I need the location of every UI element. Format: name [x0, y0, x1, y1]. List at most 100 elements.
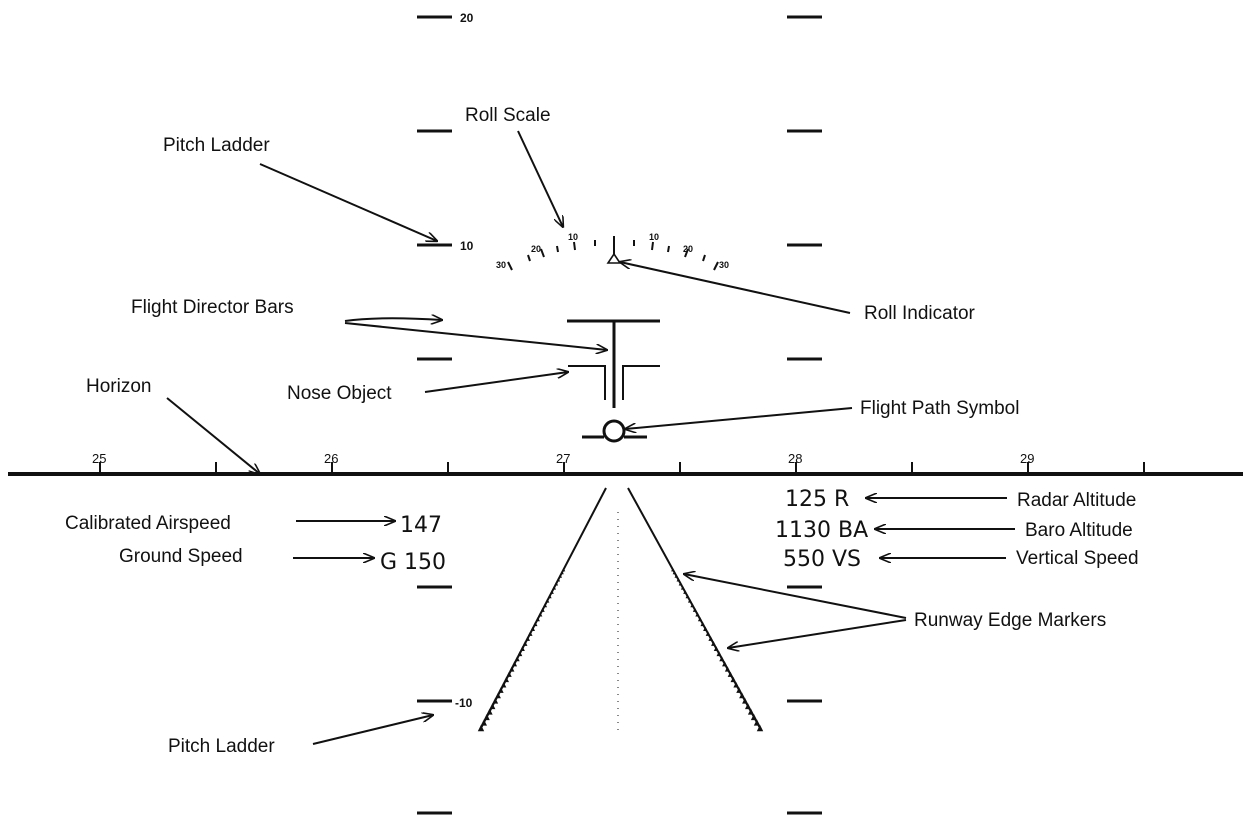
runway-edge-marker-right — [680, 585, 685, 590]
runway-edge-marker-right — [747, 708, 755, 715]
runway-edge-marker-right — [678, 581, 683, 586]
runway-edge-marker-right — [676, 577, 681, 582]
runway-edge-marker-right — [671, 567, 675, 572]
roll-indicator-triangle — [606, 252, 622, 264]
arrows — [166, 130, 1015, 745]
roll-label-10-right: 10 — [649, 232, 659, 242]
runway-edge-marker-left — [540, 607, 545, 612]
runway-edge-marker-left — [497, 687, 504, 693]
roll-scale: 30 20 10 10 20 30 — [496, 232, 729, 271]
arrow-pitch-ladder-top — [259, 163, 437, 241]
nose-object — [568, 365, 660, 400]
runway-edge-marker-right — [733, 681, 739, 688]
arrow-flight-director-to-center — [344, 322, 607, 350]
heading-label-29: 29 — [1020, 451, 1034, 466]
runway-edge-marker-left — [486, 708, 493, 715]
runway-edge-marker-right — [730, 676, 737, 683]
runway-edge-marker-left — [547, 594, 552, 599]
runway-edge-marker-left — [554, 581, 559, 586]
runway-edge-marker-left — [527, 631, 533, 636]
pitch-value-minus-10: -10 — [455, 696, 473, 710]
pitch-value-20: 20 — [460, 11, 474, 25]
runway-edge-marker-left — [549, 589, 554, 594]
runway-edge-marker-right — [713, 646, 719, 651]
runway-edge-marker-right — [672, 570, 677, 575]
runway-edge-marker-left — [514, 656, 520, 662]
runway-edge-marker-right — [739, 692, 745, 699]
runway-edge-marker-right — [716, 651, 722, 657]
runway-edge-marker-right — [685, 594, 690, 599]
label-radar-altitude: Radar Altitude — [1017, 490, 1136, 511]
callouts: Pitch Ladder Roll Scale Roll Indicator F… — [65, 105, 1139, 757]
runway-edge-marker-left — [489, 703, 496, 710]
runway-edge-marker-right — [753, 719, 761, 726]
label-pitch-ladder-bottom: Pitch Ladder — [168, 736, 275, 757]
roll-tick-15-right — [667, 245, 670, 253]
label-runway-edge-markers: Runway Edge Markers — [914, 610, 1106, 631]
runway-edge-marker-right — [674, 574, 679, 578]
label-roll-indicator: Roll Indicator — [864, 303, 976, 324]
runway-edge-marker-right — [700, 621, 705, 627]
label-vertical-speed: Vertical Speed — [1016, 548, 1139, 569]
runway-edge-marker-right — [750, 713, 758, 721]
label-nose-object: Nose Object — [287, 383, 392, 404]
readouts: 147 G 150 125 R 1130 BA 550 VS — [380, 487, 868, 575]
runway-edge-marker-left — [530, 626, 536, 631]
runway-edge-marker-right — [703, 626, 708, 631]
runway-edge-marker-left — [560, 570, 564, 575]
roll-tick-30-left — [507, 261, 513, 271]
runway-edge-marker-left — [492, 697, 499, 704]
horizon: 25 26 27 28 29 — [8, 451, 1243, 476]
heading-label-25: 25 — [92, 451, 106, 466]
vertical-speed-value: 550 VS — [783, 547, 861, 572]
roll-label-30-right: 30 — [719, 260, 729, 270]
runway-edge-marker-left — [525, 636, 530, 641]
roll-label-20-left: 20 — [531, 244, 541, 254]
runway-edge-marker-right — [744, 703, 751, 710]
label-flight-path-symbol: Flight Path Symbol — [860, 398, 1019, 419]
runway-edge-marker-left — [511, 661, 518, 667]
runway-edge-marker-left — [509, 666, 515, 672]
runway — [477, 487, 764, 732]
roll-tick-20-left — [540, 248, 545, 258]
label-horizon: Horizon — [86, 376, 151, 397]
roll-label-10-left: 10 — [568, 232, 578, 242]
runway-edge-marker-right — [742, 697, 748, 704]
runway-edge-marker-right — [719, 656, 725, 662]
nose-object-left — [568, 365, 606, 400]
runway-edge-marker-left — [532, 621, 538, 627]
ground-speed-value: G 150 — [380, 550, 446, 575]
arrow-runway-edge-lower — [728, 619, 907, 648]
runway-edge-marker-left — [477, 724, 485, 732]
heading-label-26: 26 — [324, 451, 338, 466]
arrow-nose-object — [424, 372, 568, 393]
runway-edge-marker-right — [736, 687, 742, 693]
roll-tick-20-right — [684, 248, 689, 258]
arrow-flight-director-to-left — [344, 318, 442, 321]
runway-edge-marker-left — [561, 567, 566, 572]
runway-edge-marker-right — [724, 666, 731, 672]
runway-edge-marker-left — [506, 671, 512, 677]
runway-edge-marker-left — [538, 612, 543, 617]
flight-path-symbol — [582, 419, 647, 443]
runway-edge-marker-left — [558, 574, 563, 578]
runway-edge-markers — [477, 567, 764, 732]
runway-edge-marker-left — [552, 585, 556, 590]
runway-edge-marker-left — [517, 651, 523, 657]
runway-left-edge — [480, 487, 607, 729]
calibrated-airspeed-value: 147 — [400, 513, 442, 538]
runway-edge-marker-right — [683, 589, 688, 594]
runway-edge-marker-left — [480, 719, 488, 726]
pitch-value-10: 10 — [460, 239, 474, 253]
arrow-flight-path-symbol — [625, 407, 853, 429]
runway-edge-marker-left — [535, 616, 540, 622]
label-flight-director-bars: Flight Director Bars — [131, 297, 294, 318]
runway-edge-marker-right — [697, 616, 703, 622]
flight-director — [567, 319, 660, 408]
runway-edge-marker-right — [722, 661, 728, 667]
roll-tick-10-right — [651, 241, 654, 251]
roll-tick-30-right — [713, 261, 719, 271]
label-calibrated-airspeed: Calibrated Airspeed — [65, 513, 231, 534]
runway-edge-marker-left — [545, 598, 550, 603]
